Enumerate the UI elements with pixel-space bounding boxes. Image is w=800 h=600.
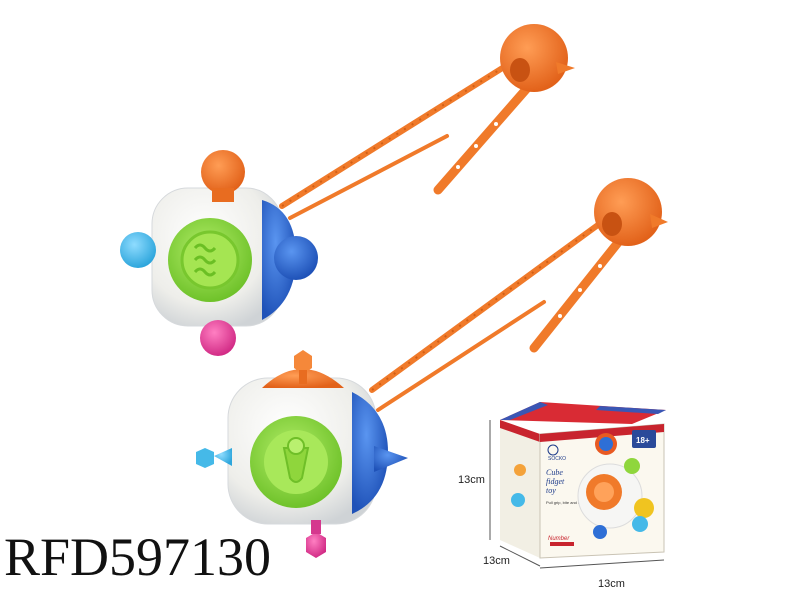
knob-blue (274, 236, 318, 280)
strap-rope (369, 219, 605, 393)
strap-thin (288, 134, 449, 220)
green-dial (250, 416, 342, 508)
suction-cup (594, 178, 668, 246)
box-sub-label: Number (548, 536, 570, 542)
box-title-3: toy (546, 486, 556, 495)
green-dial (168, 218, 252, 302)
knob-light-blue (214, 448, 232, 466)
knob-light-blue (120, 232, 156, 268)
toy-cube-bottom (196, 178, 668, 558)
box-title-1: Cube (546, 468, 563, 477)
box-width-label: 13cm (598, 578, 625, 590)
box-brand: SOCKO (548, 456, 566, 462)
box-age-badge: 18+ (636, 436, 650, 445)
suction-cup (500, 24, 575, 92)
knob-orange-tip (294, 350, 312, 374)
box-title-2: fidget (546, 477, 565, 486)
knob-orange (201, 150, 245, 194)
product-box: SOCKO Cube fidget toy Pull grip, bite an… (489, 402, 666, 569)
strap-rope-dots (281, 61, 513, 207)
box-depth-label: 13cm (483, 555, 510, 567)
strap-thin (376, 300, 546, 412)
box-height-label: 13cm (458, 474, 485, 486)
toy-cube-top (120, 24, 575, 356)
product-code: RFD597130 (4, 527, 272, 587)
strap-band (433, 73, 541, 195)
knob-pink (306, 532, 326, 558)
knob-pink (200, 320, 236, 356)
knob-blue (374, 446, 408, 472)
box-tagline: Pull grip, bite and discover! (546, 500, 594, 505)
